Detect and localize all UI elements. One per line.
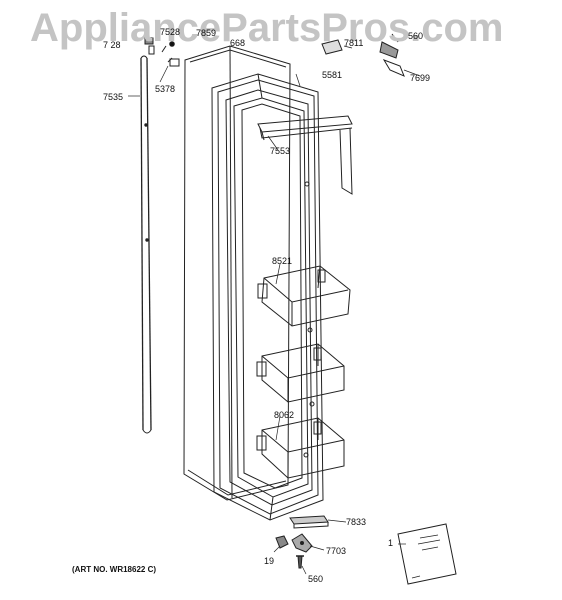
callout-7528: 7528 [160,27,181,37]
callout-560-top: 560 [408,31,424,41]
callout-7811: 7811 [344,38,364,48]
door-outer-panel [183,45,291,501]
screw [296,555,304,569]
dairy-bar [257,115,353,195]
callout-7859: 7859 [196,28,217,38]
callout-668: 668 [230,38,246,48]
hinge-rod [140,55,152,434]
top-hinge-hardware [144,37,180,67]
callout-7553: 7553 [270,146,291,156]
shim-part [275,535,289,549]
callout-5581: 5581 [322,70,343,80]
hinge-plate [291,533,313,553]
leader-lines [128,35,421,575]
watermark-text: AppliancePartsPros.com [30,6,504,50]
callout-7699: 7699 [410,73,431,83]
callout-8062: 8062 [274,410,295,420]
callout-7535: 7535 [103,92,124,102]
callout-7-28: 7 28 [103,40,121,50]
callout-7703: 7703 [326,546,347,556]
instruction-booklet [397,523,457,585]
callout-560-bottom: 560 [308,574,324,584]
bottom-bracket [289,515,329,529]
door-inner-panel [241,103,315,489]
door-bin-middle [256,343,345,403]
callout-8521: 8521 [272,256,293,266]
callout-5378: 5378 [155,84,176,94]
door-liner [211,73,324,521]
art-number: (ART NO. WR18622 C) [72,565,157,574]
callout-19: 19 [264,556,275,566]
door-bin-upper [257,265,351,327]
top-right-hardware [321,33,405,77]
door-bin-lower [256,417,345,479]
callout-7833: 7833 [346,517,367,527]
callout-1: 1 [388,538,394,548]
